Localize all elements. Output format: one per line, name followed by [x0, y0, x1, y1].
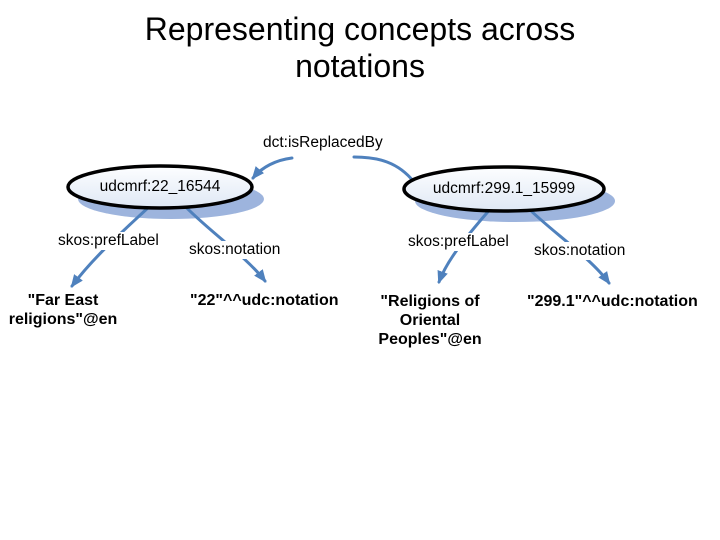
is-replaced-by-label: dct:isReplacedBy — [261, 134, 385, 152]
right-notation-property: skos:notation — [532, 242, 628, 260]
right-preflabel-property: skos:prefLabel — [406, 233, 511, 251]
right-notation-value: "299.1"^^udc:notation — [527, 293, 698, 310]
slide-title: Representing concepts across notations — [144, 11, 576, 85]
left-notation-property: skos:notation — [187, 241, 283, 259]
left-concept-node — [66, 164, 254, 210]
left-notation-value: "22"^^udc:notation — [190, 292, 339, 309]
right-concept-node — [402, 165, 606, 213]
left-preflabel-value: "Far East religions"@en — [8, 292, 118, 328]
left-preflabel-property: skos:prefLabel — [56, 232, 161, 250]
right-node-label: udcmrf:299.1_15999 — [432, 180, 576, 197]
right-preflabel-value: "Religions of Oriental Peoples"@en — [378, 293, 482, 348]
is-replaced-by-edge-right-segment — [352, 155, 416, 184]
is-replaced-by-edge-arrow-segment — [251, 156, 294, 180]
left-node-label: udcmrf:22_16544 — [99, 178, 221, 195]
